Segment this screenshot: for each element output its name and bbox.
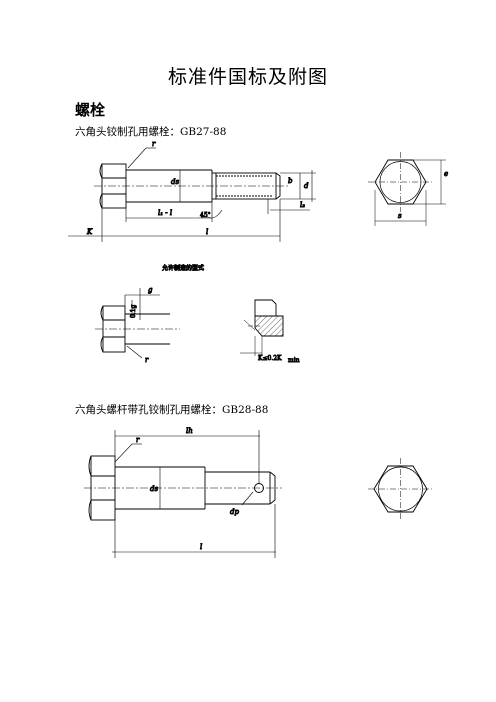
bolt-side-view-gb28 [84,430,282,558]
detail-label-g: g [148,286,153,294]
caption-gb28: 六角头螺杆带孔铰制孔用螺栓：GB28-88 [75,404,269,416]
label-l: l [206,228,208,236]
detail-label-min: min [288,357,300,364]
label-l2: l₂ [300,201,305,209]
label-ds: ds [171,178,179,186]
bolt-side-view-gb27 [68,147,316,242]
detail-view-b-section [240,299,284,356]
label-k: K [86,228,93,236]
label-b: b [288,177,293,185]
label-d: d [304,182,309,190]
note-allowed-forms: 允许制造的型式 [162,264,204,272]
detail-view-a [95,288,180,359]
label-s: s [398,212,402,220]
fig2-label-dp: dp [230,508,239,516]
caption-gb27: 六角头铰制孔用螺栓：GB27-88 [75,126,227,138]
fig2-label-ds: ds [150,485,158,493]
fig2-label-l: l [200,543,202,551]
detail-label-k: K≤0.2K [258,355,282,362]
label-angle: 45° [200,212,211,219]
label-l1: l₁ - l [158,209,172,217]
fig2-label-lh: lh [186,427,193,435]
fig2-label-r: r [136,436,140,444]
detail-label-dim: 0.1g [130,304,137,318]
detail-label-r: r [145,356,149,364]
label-e: e [444,170,448,178]
hexagon-end-view-1 [368,152,446,226]
label-r: r [152,140,156,148]
section-heading-bolt: 螺栓 [75,101,106,119]
hexagon-end-view-2 [368,458,434,520]
document-title: 标准件国标及附图 [167,66,328,88]
